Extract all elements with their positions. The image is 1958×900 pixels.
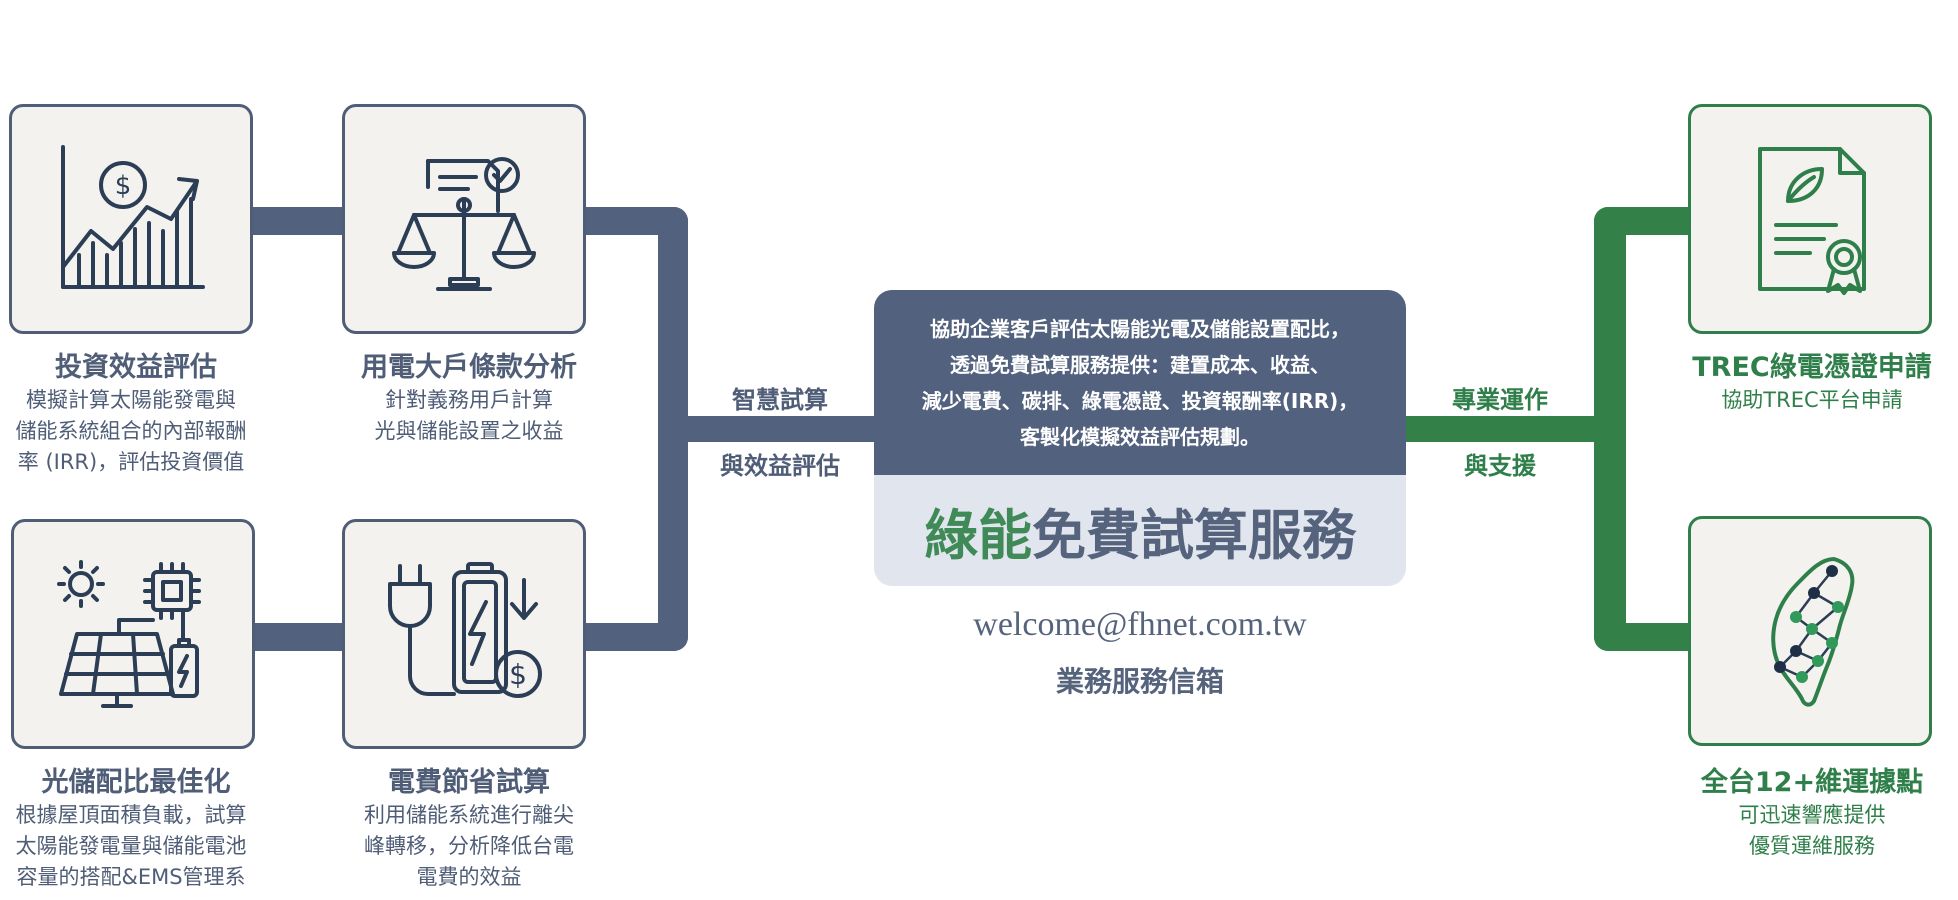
trec-title: TREC綠電憑證申請: [1692, 352, 1932, 383]
right-connector-label-line2: 與支援: [1464, 452, 1536, 480]
trec-card: [1688, 104, 1932, 334]
connector-spine-to-top-right: [1594, 207, 1690, 235]
desc-line: 針對義務用戶計算: [385, 388, 553, 412]
svg-text:$: $: [509, 658, 527, 691]
connector-top-left-pair: [250, 207, 346, 235]
desc-line: 容量的搭配&EMS管理系: [16, 865, 246, 889]
left-connector-label-line1: 智慧試算: [732, 386, 828, 414]
taiwan-network-map-icon: [1771, 557, 1855, 707]
desc-line: 協助TREC平台申請: [1721, 388, 1903, 412]
service-title-rest: 免費試算服務: [1032, 504, 1356, 567]
investment-title: 投資效益評估: [55, 352, 217, 383]
contract-analysis-title: 用電大戶條款分析: [361, 352, 577, 383]
connector-bottom-left-pair: [250, 623, 346, 651]
left-connector-label-line2: 與效益評估: [720, 452, 840, 480]
connector-right-spine: [1594, 207, 1626, 651]
connector-center-to-right: [1404, 416, 1596, 442]
intro-line: 透過免費試算服務提供：建置成本、收益、: [950, 352, 1330, 377]
investment-card: $: [9, 104, 253, 334]
solar-storage-card: [11, 519, 255, 749]
desc-line: 模擬計算太陽能發電與: [26, 388, 236, 412]
connector-spine-to-bottom-right: [1594, 623, 1690, 651]
service-points-card: [1688, 516, 1932, 746]
solar-storage-title: 光儲配比最佳化: [41, 767, 231, 798]
desc-line: 優質運維服務: [1749, 834, 1875, 858]
desc-line: 根據屋頂面積負載，試算: [15, 803, 247, 827]
desc-line: 光與儲能設置之收益: [374, 419, 564, 443]
center-service-panel: 協助企業客戶評估太陽能光電及儲能設置配比， 透過免費試算服務提供：建置成本、收益…: [874, 290, 1406, 586]
intro-line: 協助企業客戶評估太陽能光電及儲能設置配比，: [930, 316, 1350, 341]
desc-line: 電費的效益: [416, 865, 522, 889]
plug-battery-savings-icon: $: [388, 562, 542, 698]
contract-analysis-card: [342, 104, 586, 334]
trec-desc: 協助TREC平台申請: [1672, 385, 1952, 416]
service-intro: 協助企業客戶評估太陽能光電及儲能設置配比， 透過免費試算服務提供：建置成本、收益…: [874, 290, 1406, 475]
bill-savings-card: $: [342, 519, 586, 749]
svg-text:$: $: [115, 171, 132, 201]
investment-growth-chart-icon: $: [61, 145, 205, 289]
contact-email-label: 業務服務信箱: [1055, 665, 1224, 698]
intro-line: 減少電費、碳排、綠電憑證、投資報酬率(IRR)，: [921, 388, 1359, 413]
desc-line: 可迅速響應提供: [1738, 803, 1886, 827]
service-points-title: 全台12+維運據點: [1700, 767, 1924, 798]
green-certificate-icon: [1758, 147, 1866, 295]
investment-desc: 模擬計算太陽能發電與 儲能系統組合的內部報酬 率 (IRR)，評估投資價值: [0, 385, 262, 478]
desc-line: 利用儲能系統進行離尖: [364, 803, 574, 827]
balance-scale-contract-icon: [392, 157, 536, 291]
desc-line: 率 (IRR)，評估投資價值: [17, 450, 245, 474]
bill-savings-title: 電費節省試算: [388, 767, 550, 798]
connector-left-spine: [658, 207, 688, 651]
intro-line: 客製化模擬效益評估規劃。: [1020, 424, 1260, 449]
contract-analysis-desc: 針對義務用戶計算 光與儲能設置之收益: [342, 385, 596, 447]
contact-email[interactable]: welcome@fhnet.com.tw: [973, 606, 1307, 643]
service-title: 綠能免費試算服務: [874, 475, 1406, 586]
desc-line: 太陽能發電量與儲能電池: [15, 834, 247, 858]
service-points-desc: 可迅速響應提供 優質運維服務: [1672, 800, 1952, 862]
solar-storage-desc: 根據屋頂面積負載，試算 太陽能發電量與儲能電池 容量的搭配&EMS管理系: [0, 800, 262, 893]
solar-panel-battery-icon: [57, 560, 201, 708]
right-connector-label-line1: 專業運作: [1452, 386, 1548, 414]
connector-left-to-center: [686, 416, 876, 442]
desc-line: 儲能系統組合的內部報酬: [15, 419, 247, 443]
desc-line: 峰轉移，分析降低台電: [364, 834, 574, 858]
bill-savings-desc: 利用儲能系統進行離尖 峰轉移，分析降低台電 電費的效益: [342, 800, 596, 893]
service-title-highlight: 綠能: [924, 504, 1032, 567]
